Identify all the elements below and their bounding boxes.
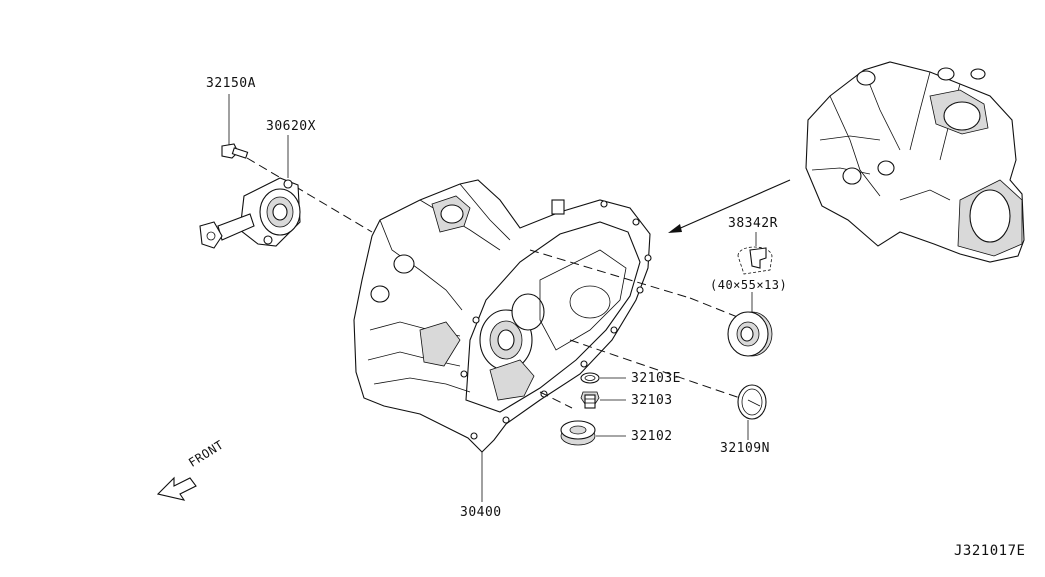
release-bearing-30620x[interactable] — [199, 135, 301, 249]
plug-32103[interactable] — [580, 391, 626, 409]
circlip-32109n[interactable] — [737, 384, 767, 440]
callout-32102: 32102 — [631, 429, 673, 444]
diagram-id: J321017E — [954, 543, 1026, 559]
callout-32103: 32103 — [631, 393, 673, 408]
oil-seal-38342r[interactable] — [727, 232, 773, 357]
gasket-32103e[interactable] — [580, 372, 626, 384]
seal-32102[interactable] — [560, 420, 626, 446]
bolt-32150a[interactable] — [221, 94, 373, 233]
callout-30400: 30400 — [460, 505, 502, 520]
callout-32103e: 32103E — [631, 371, 681, 386]
callout-32109n: 32109N — [720, 441, 770, 456]
callout-30620x: 30620X — [266, 119, 316, 134]
transmission-case-30400[interactable] — [353, 179, 652, 502]
front-arrow-icon — [156, 476, 197, 501]
callout-38342r: 38342R — [728, 216, 778, 231]
callout-32150a: 32150A — [206, 76, 256, 91]
assembled-transmission — [668, 61, 1025, 263]
seal-size-label: (40×55×13) — [710, 278, 788, 292]
